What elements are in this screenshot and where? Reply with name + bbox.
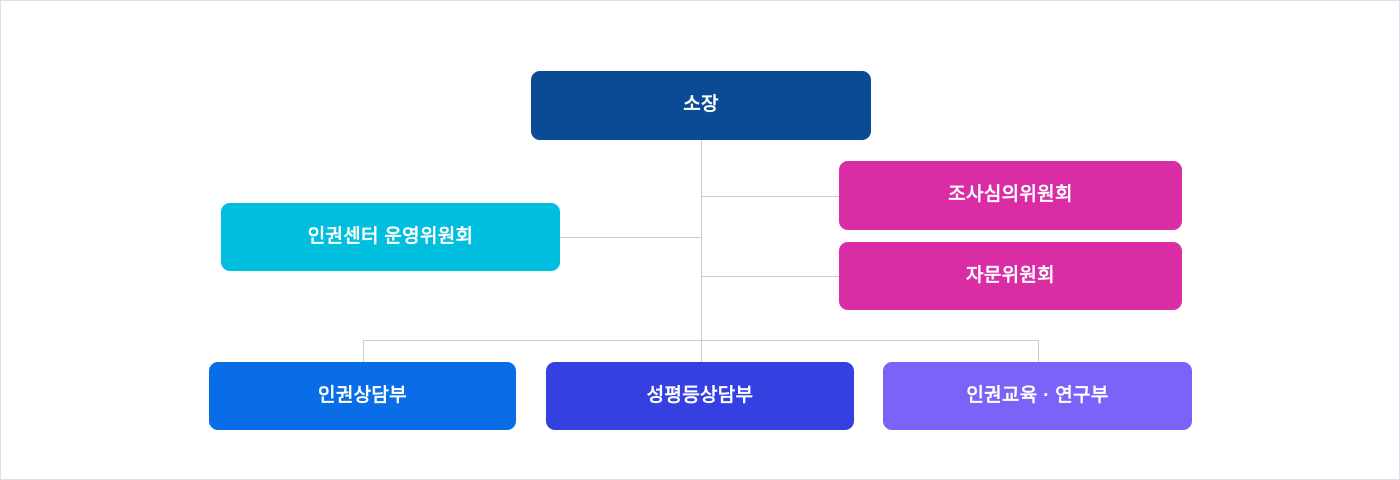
- connector-to-investigation-committee: [701, 196, 839, 197]
- connector-drop-dept-gender: [701, 340, 702, 362]
- node-steering-committee[interactable]: 인권센터 운영위원회: [221, 203, 560, 271]
- node-dept-education-research[interactable]: 인권교육 · 연구부: [883, 362, 1192, 430]
- connector-trunk-vertical: [701, 140, 702, 340]
- node-investigation-committee[interactable]: 조사심의위원회: [839, 161, 1182, 230]
- node-dept-gender-equality-counseling[interactable]: 성평등상담부: [546, 362, 854, 430]
- node-dept-education-research-label: 인권교육 · 연구부: [966, 384, 1109, 406]
- connector-drop-dept-counseling: [363, 340, 364, 362]
- node-advisory-committee-label: 자문위원회: [966, 264, 1055, 286]
- node-dept-gender-equality-counseling-label: 성평등상담부: [646, 384, 754, 406]
- node-advisory-committee[interactable]: 자문위원회: [839, 242, 1182, 310]
- node-director[interactable]: 소장: [531, 71, 871, 140]
- node-director-label: 소장: [683, 94, 719, 116]
- node-steering-committee-label: 인권센터 운영위원회: [307, 225, 474, 247]
- connector-drop-dept-education: [1038, 340, 1039, 362]
- node-dept-human-rights-counseling-label: 인권상담부: [318, 384, 407, 406]
- connector-to-advisory-committee: [701, 276, 839, 277]
- connector-to-steering-committee: [560, 237, 702, 238]
- node-dept-human-rights-counseling[interactable]: 인권상담부: [209, 362, 516, 430]
- node-investigation-committee-label: 조사심의위원회: [948, 184, 1073, 206]
